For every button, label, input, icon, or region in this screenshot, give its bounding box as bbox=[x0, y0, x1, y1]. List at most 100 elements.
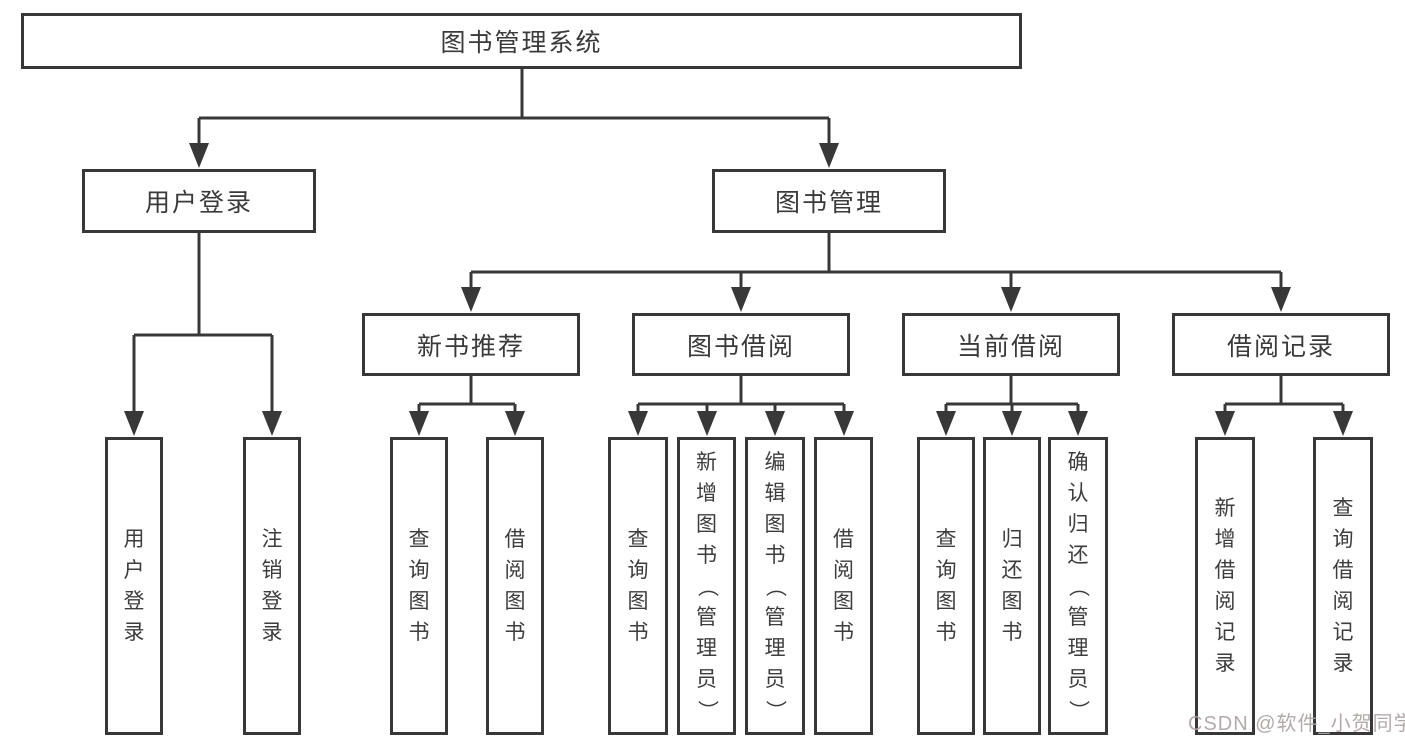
vertical-char: 认 bbox=[1067, 481, 1089, 505]
vertical-char: 书 bbox=[408, 621, 430, 644]
arrow-head bbox=[461, 287, 481, 312]
vertical-char: 图 bbox=[935, 590, 957, 613]
vertical-char: 管 bbox=[1067, 605, 1089, 629]
node-label-vertical: 新增图书（管理员） bbox=[695, 447, 719, 726]
vertical-char: ） bbox=[1066, 699, 1090, 721]
vertical-char: 书 bbox=[627, 621, 649, 644]
vertical-char: 书 bbox=[833, 621, 854, 644]
arrow-head bbox=[765, 411, 785, 436]
node-leaf-query-book-3: 查询图书 bbox=[917, 437, 975, 735]
vertical-char: 书 bbox=[504, 621, 526, 644]
node-label-vertical: 编辑图书（管理员） bbox=[763, 447, 787, 726]
node-label-vertical: 归还图书 bbox=[1000, 524, 1024, 648]
node-label: 图书借阅 bbox=[686, 332, 795, 361]
node-leaf-user-login: 用户登录 bbox=[105, 437, 163, 735]
vertical-char: 阅 bbox=[504, 559, 526, 582]
vertical-char: 录 bbox=[123, 621, 145, 644]
node-user-login: 用户登录 bbox=[82, 169, 316, 233]
vertical-char: 询 bbox=[627, 559, 649, 582]
arrow-head bbox=[731, 287, 751, 312]
node-leaf-add-borrow-record: 新增借阅记录 bbox=[1195, 437, 1255, 735]
node-label-vertical: 用户登录 bbox=[122, 524, 146, 648]
vertical-char: 图 bbox=[1001, 590, 1023, 613]
vertical-char: 归 bbox=[1001, 528, 1023, 551]
vertical-char: 理 bbox=[1067, 636, 1089, 660]
vertical-char: 图 bbox=[408, 590, 430, 613]
vertical-char: 阅 bbox=[1214, 590, 1236, 613]
node-label: 用户登录 bbox=[144, 189, 253, 217]
vertical-char: 户 bbox=[123, 559, 145, 582]
node-book-mgmt: 图书管理 bbox=[712, 169, 946, 233]
node-leaf-borrow-book-2: 借阅图书 bbox=[814, 437, 873, 735]
vertical-char: （ bbox=[763, 575, 787, 597]
node-label: 新书推荐 bbox=[416, 332, 525, 361]
vertical-char: 借 bbox=[1332, 559, 1354, 582]
vertical-char: 确 bbox=[1067, 450, 1089, 474]
vertical-char: 借 bbox=[1214, 559, 1236, 582]
node-leaf-query-book-2: 查询图书 bbox=[608, 437, 668, 735]
arrow-head bbox=[1333, 411, 1353, 436]
vertical-char: 书 bbox=[935, 621, 957, 644]
vertical-char: 理 bbox=[764, 636, 786, 660]
arrow-head bbox=[1001, 287, 1021, 312]
node-book-borrow: 图书借阅 bbox=[632, 313, 850, 376]
node-label-vertical: 借阅图书 bbox=[503, 524, 527, 648]
node-label-vertical: 新增借阅记录 bbox=[1213, 493, 1237, 679]
vertical-char: 管 bbox=[764, 605, 786, 629]
arrow-head bbox=[1068, 411, 1088, 436]
vertical-char: 还 bbox=[1001, 559, 1023, 582]
csdn-watermark: CSDN @软件_小贺同学 bbox=[1188, 713, 1405, 735]
node-leaf-add-book: 新增图书（管理员） bbox=[677, 437, 736, 735]
node-label-vertical: 查询图书 bbox=[626, 524, 650, 648]
vertical-char: ） bbox=[695, 699, 718, 721]
vertical-char: （ bbox=[695, 575, 718, 597]
vertical-char: 查 bbox=[627, 528, 649, 551]
vertical-char: 录 bbox=[1332, 652, 1354, 675]
vertical-char: 新 bbox=[1214, 497, 1236, 520]
vertical-char: 登 bbox=[123, 590, 145, 613]
node-leaf-logout: 注销登录 bbox=[243, 437, 301, 735]
node-leaf-query-book-1: 查询图书 bbox=[390, 437, 448, 735]
vertical-char: 还 bbox=[1067, 543, 1089, 567]
vertical-char: 辑 bbox=[764, 481, 786, 505]
node-label: 当前借阅 bbox=[956, 332, 1065, 361]
node-new-book-rec: 新书推荐 bbox=[362, 313, 580, 376]
arrow-head bbox=[409, 411, 429, 436]
node-label-vertical: 查询图书 bbox=[934, 524, 958, 648]
arrow-head bbox=[1215, 411, 1235, 436]
vertical-char: 询 bbox=[408, 559, 430, 582]
node-borrow-record: 借阅记录 bbox=[1172, 313, 1390, 376]
node-label-vertical: 确认归还 （ 管理员 ） bbox=[1066, 447, 1090, 726]
arrow-head bbox=[936, 411, 956, 436]
vertical-char: 编 bbox=[764, 450, 786, 474]
vertical-char: 记 bbox=[1332, 621, 1354, 644]
vertical-char: 员 bbox=[696, 667, 717, 691]
node-leaf-borrow-book-1: 借阅图书 bbox=[486, 437, 544, 735]
arrow-head bbox=[124, 411, 144, 436]
arrow-head bbox=[1271, 287, 1291, 312]
vertical-char: 归 bbox=[1067, 512, 1089, 536]
vertical-char: 借 bbox=[504, 528, 526, 551]
node-label: 图书管理 bbox=[774, 189, 883, 217]
vertical-char: 管 bbox=[696, 605, 717, 629]
vertical-char: 书 bbox=[696, 543, 717, 567]
node-label: 借阅记录 bbox=[1226, 332, 1335, 361]
vertical-char: 阅 bbox=[1332, 590, 1354, 613]
vertical-char: （ bbox=[1066, 575, 1090, 597]
vertical-char: 图 bbox=[833, 590, 854, 613]
arrow-head bbox=[1002, 411, 1022, 436]
vertical-char: 注 bbox=[261, 528, 283, 551]
node-label-vertical: 注销登录 bbox=[260, 524, 284, 648]
vertical-char: 录 bbox=[1214, 652, 1236, 675]
vertical-char: 登 bbox=[261, 590, 283, 613]
vertical-char: 书 bbox=[764, 543, 786, 567]
vertical-char: 查 bbox=[1332, 497, 1354, 520]
node-leaf-confirm-return: 确认归还 （ 管理员 ） bbox=[1048, 437, 1108, 735]
vertical-char: 用 bbox=[123, 528, 145, 551]
vertical-char: 员 bbox=[1067, 667, 1089, 691]
arrow-head bbox=[189, 143, 209, 168]
vertical-char: 销 bbox=[261, 559, 283, 582]
vertical-char: 录 bbox=[261, 621, 283, 644]
arrow-head bbox=[697, 411, 717, 436]
